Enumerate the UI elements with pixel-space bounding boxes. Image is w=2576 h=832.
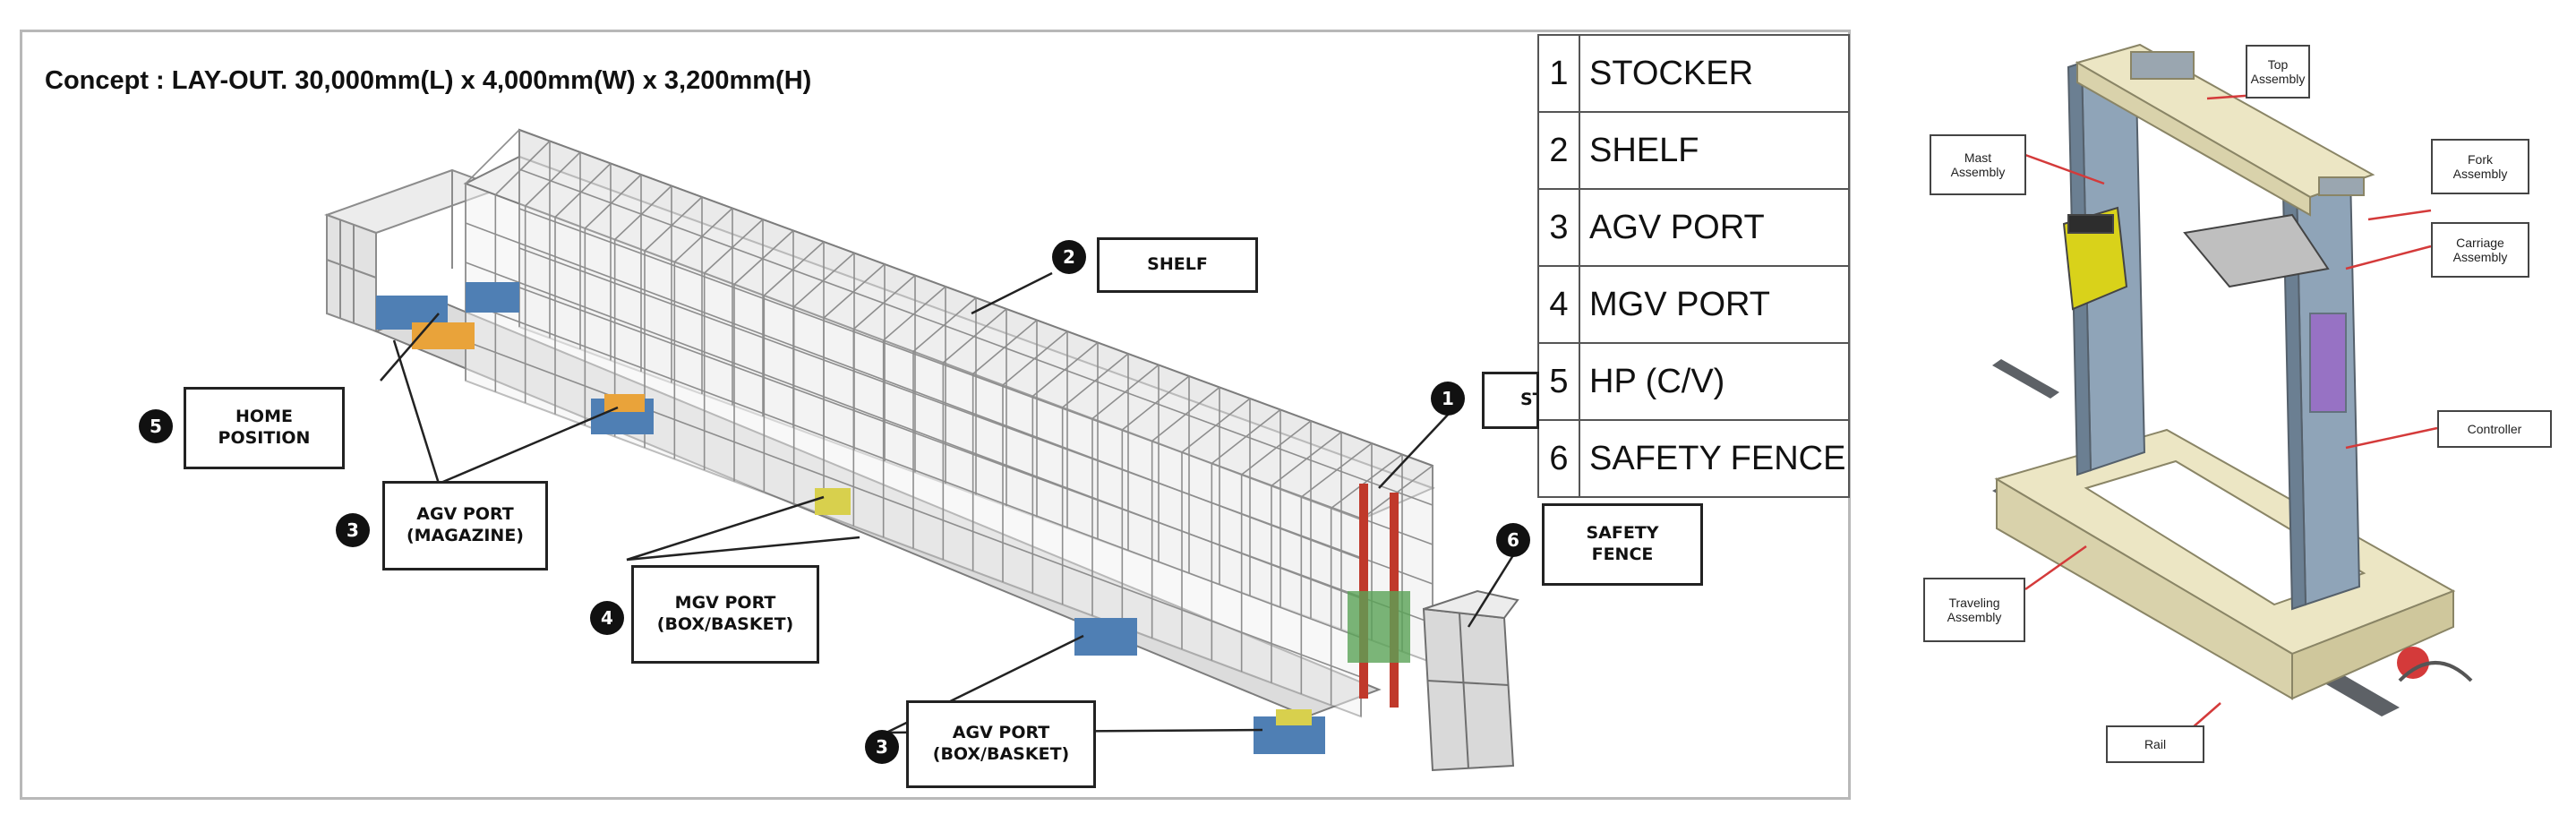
callout-mgv-number: 4 xyxy=(590,601,624,635)
callout-agv-box: AGV PORT (BOX/BASKET) xyxy=(906,700,1096,788)
legend-label: SHELF xyxy=(1579,111,1850,190)
label-traveling-line1: Traveling xyxy=(1948,595,2000,610)
callout-mgv-line2: (BOX/BASKET) xyxy=(656,614,794,634)
legend-number: 3 xyxy=(1537,188,1580,267)
safety-fence-enclosure xyxy=(1422,589,1519,772)
label-traveling-line2: Assembly xyxy=(1947,610,2002,624)
callout-home-line2: POSITION xyxy=(218,428,311,448)
home-enclosure xyxy=(324,168,504,333)
label-fork-line1: Fork xyxy=(2468,151,2493,167)
label-controller-text: Controller xyxy=(2467,421,2522,436)
callout-agv-box-number: 3 xyxy=(865,730,899,764)
callout-shelf-number: 2 xyxy=(1052,240,1086,274)
label-mast-line2: Assembly xyxy=(1950,165,2006,179)
label-traveling-assembly: Traveling Assembly xyxy=(1923,578,2025,642)
shelf-structure xyxy=(373,128,1435,718)
callout-home-number: 5 xyxy=(139,409,173,443)
legend-label: MGV PORT xyxy=(1579,265,1850,344)
callout-agv-magazine: AGV PORT (MAGAZINE) xyxy=(382,481,548,570)
callout-safety-line2: FENCE xyxy=(1591,545,1654,564)
callout-mgv-port: MGV PORT (BOX/BASKET) xyxy=(631,565,819,664)
label-top-assembly: Top Assembly xyxy=(2246,45,2310,99)
callout-stocker: ST xyxy=(1482,372,1539,429)
callout-safety-number: 6 xyxy=(1496,523,1530,557)
stocker-crane xyxy=(1348,484,1410,708)
callout-agv-magazine-number: 3 xyxy=(336,513,370,547)
callout-agv-magazine-line2: (MAGAZINE) xyxy=(406,526,524,545)
legend-label: AGV PORT xyxy=(1579,188,1850,267)
label-top-line2: Assembly xyxy=(2250,72,2306,86)
label-controller: Controller xyxy=(2437,410,2552,448)
callout-shelf: SHELF xyxy=(1097,237,1258,293)
legend-number: 4 xyxy=(1537,265,1580,344)
legend-label: STOCKER xyxy=(1579,34,1850,113)
callout-home-position: HOME POSITION xyxy=(184,387,345,469)
legend-label: HP (C/V) xyxy=(1579,342,1850,421)
legend-label: SAFETY FENCE xyxy=(1579,419,1850,498)
callout-safety-fence: SAFETY FENCE xyxy=(1542,503,1703,586)
label-mast-line1: Mast xyxy=(1964,150,1992,165)
legend-number: 5 xyxy=(1537,342,1580,421)
callout-agv-magazine-line1: AGV PORT xyxy=(416,504,514,525)
label-fork-assembly: Fork Assembly xyxy=(2431,139,2529,194)
label-carriage-assembly: Carriage Assembly xyxy=(2431,222,2529,278)
legend-number: 2 xyxy=(1537,111,1580,190)
label-rail: Rail xyxy=(2106,725,2204,763)
label-carriage-line1: Carriage xyxy=(2456,235,2504,250)
legend-number: 1 xyxy=(1537,34,1580,113)
callout-stocker-text: ST xyxy=(1520,390,1536,410)
concept-title: Concept : LAY-OUT. 30,000mm(L) x 4,000mm… xyxy=(45,66,812,95)
callout-home-line1: HOME xyxy=(235,407,293,427)
port-equipment xyxy=(376,282,1325,754)
label-top-line1: Top xyxy=(2267,56,2289,72)
label-carriage-line2: Assembly xyxy=(2452,250,2508,264)
label-mast-assembly: Mast Assembly xyxy=(1930,134,2026,195)
label-fork-line2: Assembly xyxy=(2452,167,2508,181)
label-rail-text: Rail xyxy=(2144,736,2167,751)
callout-agv-box-line1: AGV PORT xyxy=(952,723,1050,743)
callout-safety-line1: SAFETY xyxy=(1586,523,1659,544)
callout-stocker-number: 1 xyxy=(1431,382,1465,416)
callout-agv-box-line2: (BOX/BASKET) xyxy=(932,744,1070,764)
callout-mgv-line1: MGV PORT xyxy=(674,593,776,613)
legend-number: 6 xyxy=(1537,419,1580,498)
